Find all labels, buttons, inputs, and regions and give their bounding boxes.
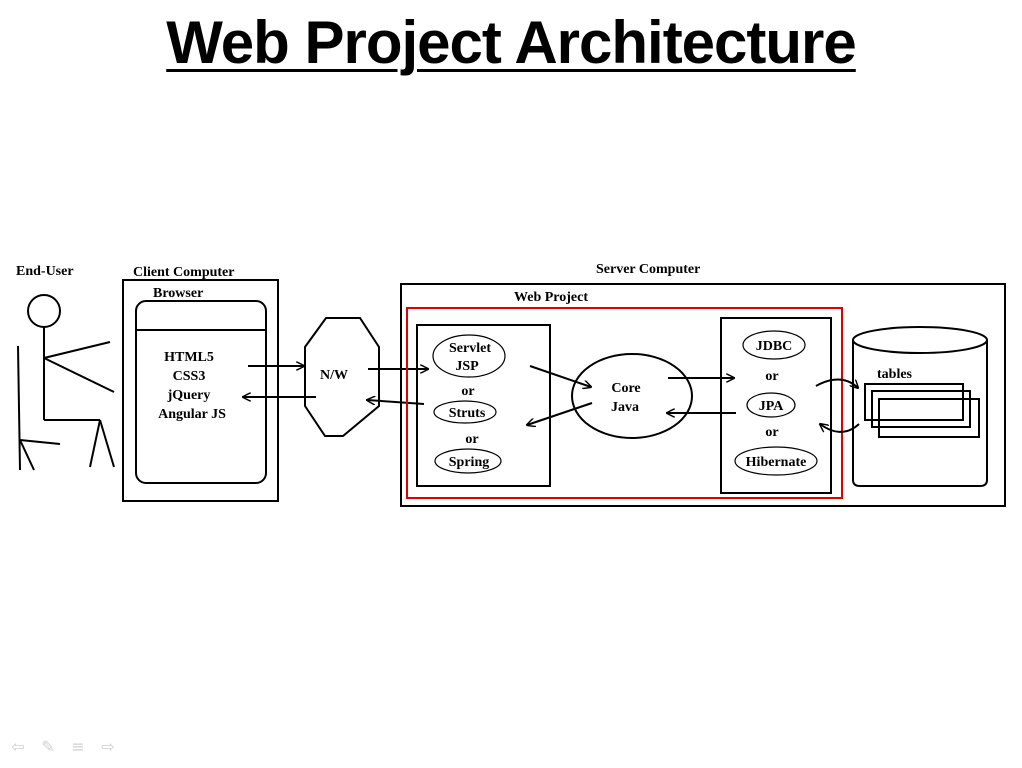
web-to-core-arrow [529,365,591,387]
persistence-item: JPA [759,399,785,414]
web-project-label: Web Project [514,290,588,305]
pen-icon[interactable]: ✎ [41,737,55,756]
server-computer-box [400,283,1006,507]
web-layer-box [416,324,551,487]
web-layer-item: or [465,432,478,447]
tech-item: Angular JS [158,407,226,422]
core-java-label: Core [611,381,640,396]
persistence-box [720,317,832,494]
jdbc-ellipse [742,330,806,360]
web-layer-item: JSP [455,359,479,374]
persistence-item: Hibernate [746,455,807,470]
tables-label: tables [877,367,913,382]
tech-item: HTML5 [164,350,214,365]
slide-title: Web Project Architecture [166,9,857,76]
spring-ellipse [434,448,502,474]
persistence-item: or [765,369,778,384]
end-user-label: End-User [16,264,74,279]
db-to-persistence-arrow [820,424,860,433]
persistence-item: or [765,425,778,440]
network-node [304,317,380,437]
core-to-web-arrow [527,402,593,425]
hibernate-ellipse [734,446,818,476]
forward-arrow-icon[interactable]: ⇨ [101,737,115,756]
back-arrow-icon[interactable]: ⇦ [11,737,25,756]
database-cylinder [852,326,988,487]
browser-window [135,300,267,484]
menu-icon[interactable]: ≡ [71,737,85,756]
web-layer-item: Servlet [449,341,491,356]
head [27,294,61,328]
tech-item: CSS3 [173,369,206,384]
client-computer-box [122,279,279,502]
web-layer-item: or [461,384,474,399]
end-user-figure [17,294,115,471]
tech-item: jQuery [167,388,211,403]
persistence-list: JDBC or JPA or Hibernate [746,339,807,470]
client-computer-label: Client Computer [133,265,235,280]
persistence-item: JDBC [756,339,793,354]
web-project-box [406,307,843,499]
servlet-jsp-ellipse [432,334,506,378]
web-layer-item: Struts [449,406,486,421]
struts-ellipse [433,400,497,424]
core-java-label: Java [611,400,639,415]
browser-label: Browser [153,286,203,301]
network-label: N/W [320,368,348,383]
web-layer-item: Spring [449,455,489,470]
jpa-ellipse [746,392,796,418]
web-layer-list: Servlet JSP or Struts or Spring [449,341,492,470]
persistence-to-db-arrow [815,378,858,389]
client-tech-list: HTML5 CSS3 jQuery Angular JS [158,350,226,422]
slide-nav-controls: ⇦ ✎ ≡ ⇨ [8,738,118,756]
server-to-network-arrow [367,400,425,404]
tables-stack [864,383,980,438]
server-computer-label: Server Computer [596,262,700,277]
core-java-ellipse [571,353,693,439]
